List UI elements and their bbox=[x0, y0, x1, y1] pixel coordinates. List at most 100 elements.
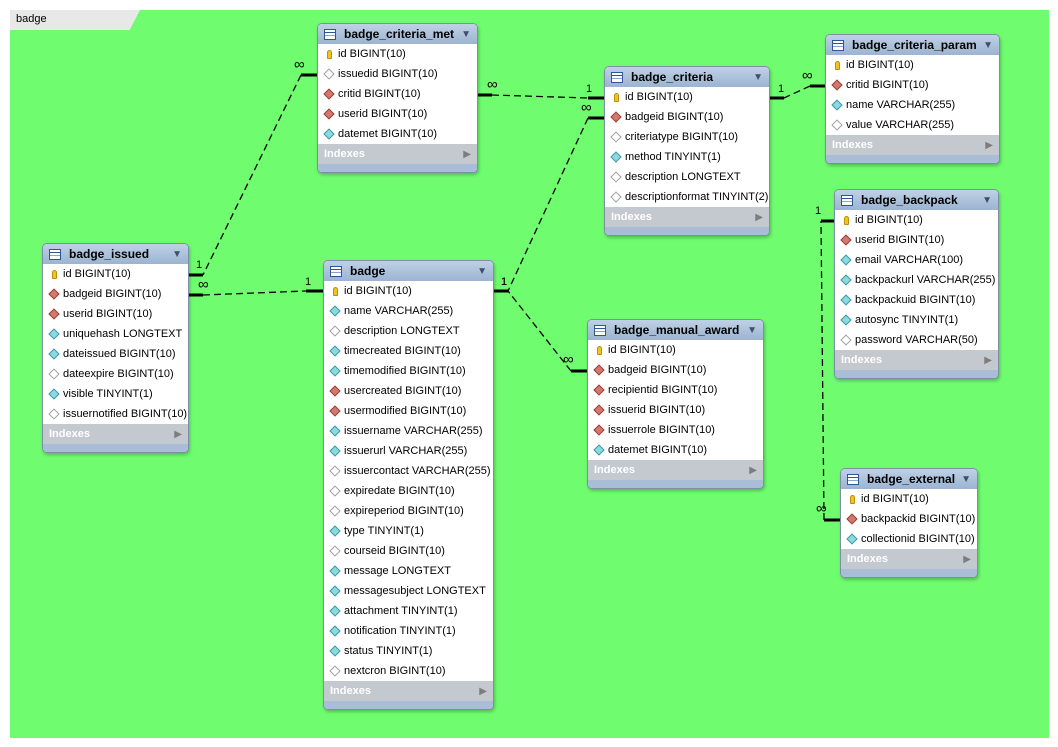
column-row[interactable]: password VARCHAR(50) bbox=[835, 330, 998, 350]
column-row[interactable]: backpackid BIGINT(10) bbox=[841, 509, 977, 529]
table-header[interactable]: badge_manual_award▼ bbox=[588, 320, 763, 340]
relationship-criteria-met-to-issued[interactable]: ∞1 bbox=[188, 56, 317, 277]
table-badge-backpack[interactable]: badge_backpack▼id BIGINT(10)userid BIGIN… bbox=[834, 189, 999, 379]
expand-arrow-icon[interactable]: ▶ bbox=[963, 553, 971, 565]
column-row[interactable]: nextcron BIGINT(10) bbox=[324, 661, 493, 681]
collapse-arrow-icon[interactable]: ▼ bbox=[961, 473, 971, 485]
expand-arrow-icon[interactable]: ▶ bbox=[984, 354, 992, 366]
indexes-section[interactable]: Indexes▶ bbox=[826, 135, 999, 155]
collapse-arrow-icon[interactable]: ▼ bbox=[477, 265, 487, 277]
relationship-issued-to-badge[interactable]: ∞1 bbox=[188, 276, 323, 297]
column-row[interactable]: name VARCHAR(255) bbox=[324, 301, 493, 321]
relationship-criteria-to-badge[interactable]: ∞1 bbox=[493, 99, 604, 293]
column-row[interactable]: descriptionformat TINYINT(2) bbox=[605, 187, 769, 207]
expand-arrow-icon[interactable]: ▶ bbox=[463, 148, 471, 160]
relationship-external-to-backpack[interactable]: ∞1 bbox=[815, 205, 840, 522]
column-row[interactable]: issuerrole BIGINT(10) bbox=[588, 420, 763, 440]
column-row[interactable]: status TINYINT(1) bbox=[324, 641, 493, 661]
column-row[interactable]: usermodified BIGINT(10) bbox=[324, 401, 493, 421]
column-row[interactable]: id BIGINT(10) bbox=[43, 264, 188, 284]
column-row[interactable]: issuedid BIGINT(10) bbox=[318, 64, 477, 84]
table-header[interactable]: badge_external▼ bbox=[841, 469, 977, 489]
column-row[interactable]: badgeid BIGINT(10) bbox=[605, 107, 769, 127]
column-row[interactable]: expireperiod BIGINT(10) bbox=[324, 501, 493, 521]
indexes-section[interactable]: Indexes▶ bbox=[318, 144, 477, 164]
column-row[interactable]: autosync TINYINT(1) bbox=[835, 310, 998, 330]
relationship-criteria-met-to-criteria[interactable]: ∞1 bbox=[477, 76, 604, 100]
relationship-manual-award-to-badge[interactable]: ∞1 bbox=[493, 276, 587, 373]
relationship-param-to-criteria[interactable]: ∞1 bbox=[769, 67, 825, 100]
collapse-arrow-icon[interactable]: ▼ bbox=[753, 71, 763, 83]
indexes-section[interactable]: Indexes▶ bbox=[588, 460, 763, 480]
collapse-arrow-icon[interactable]: ▼ bbox=[982, 194, 992, 206]
table-header[interactable]: badge_criteria_param▼ bbox=[826, 35, 999, 55]
column-row[interactable]: message LONGTEXT bbox=[324, 561, 493, 581]
diagram-tab[interactable]: badge bbox=[10, 10, 140, 30]
table-header[interactable]: badge_criteria▼ bbox=[605, 67, 769, 87]
table-header[interactable]: badge_criteria_met▼ bbox=[318, 24, 477, 44]
table-header[interactable]: badge▼ bbox=[324, 261, 493, 281]
collapse-arrow-icon[interactable]: ▼ bbox=[983, 39, 993, 51]
column-row[interactable]: method TINYINT(1) bbox=[605, 147, 769, 167]
column-row[interactable]: id BIGINT(10) bbox=[318, 44, 477, 64]
table-badge-criteria-param[interactable]: badge_criteria_param▼id BIGINT(10)critid… bbox=[825, 34, 1000, 164]
table-badge-external[interactable]: badge_external▼id BIGINT(10)backpackid B… bbox=[840, 468, 978, 578]
column-row[interactable]: criteriatype BIGINT(10) bbox=[605, 127, 769, 147]
expand-arrow-icon[interactable]: ▶ bbox=[749, 464, 757, 476]
column-row[interactable]: issuernotified BIGINT(10) bbox=[43, 404, 188, 424]
indexes-section[interactable]: Indexes▶ bbox=[841, 549, 977, 569]
column-row[interactable]: collectionid BIGINT(10) bbox=[841, 529, 977, 549]
table-badge-issued[interactable]: badge_issued▼id BIGINT(10)badgeid BIGINT… bbox=[42, 243, 189, 453]
table-badge-criteria-met[interactable]: badge_criteria_met▼id BIGINT(10)issuedid… bbox=[317, 23, 478, 173]
column-row[interactable]: datemet BIGINT(10) bbox=[318, 124, 477, 144]
column-row[interactable]: value VARCHAR(255) bbox=[826, 115, 999, 135]
expand-arrow-icon[interactable]: ▶ bbox=[985, 139, 993, 151]
column-row[interactable]: id BIGINT(10) bbox=[841, 489, 977, 509]
column-row[interactable]: usercreated BIGINT(10) bbox=[324, 381, 493, 401]
column-row[interactable]: type TINYINT(1) bbox=[324, 521, 493, 541]
table-badge-criteria[interactable]: badge_criteria▼id BIGINT(10)badgeid BIGI… bbox=[604, 66, 770, 236]
expand-arrow-icon[interactable]: ▶ bbox=[479, 685, 487, 697]
column-row[interactable]: userid BIGINT(10) bbox=[318, 104, 477, 124]
column-row[interactable]: id BIGINT(10) bbox=[605, 87, 769, 107]
column-row[interactable]: issuercontact VARCHAR(255) bbox=[324, 461, 493, 481]
column-row[interactable]: attachment TINYINT(1) bbox=[324, 601, 493, 621]
column-row[interactable]: messagesubject LONGTEXT bbox=[324, 581, 493, 601]
table-badge-manual-award[interactable]: badge_manual_award▼id BIGINT(10)badgeid … bbox=[587, 319, 764, 489]
column-row[interactable]: critid BIGINT(10) bbox=[826, 75, 999, 95]
column-row[interactable]: issuerid BIGINT(10) bbox=[588, 400, 763, 420]
table-badge[interactable]: badge▼id BIGINT(10)name VARCHAR(255)desc… bbox=[323, 260, 494, 710]
column-row[interactable]: id BIGINT(10) bbox=[324, 281, 493, 301]
column-row[interactable]: userid BIGINT(10) bbox=[835, 230, 998, 250]
column-row[interactable]: id BIGINT(10) bbox=[826, 55, 999, 75]
column-row[interactable]: email VARCHAR(100) bbox=[835, 250, 998, 270]
column-row[interactable]: timecreated BIGINT(10) bbox=[324, 341, 493, 361]
indexes-section[interactable]: Indexes▶ bbox=[605, 207, 769, 227]
column-row[interactable]: id BIGINT(10) bbox=[588, 340, 763, 360]
collapse-arrow-icon[interactable]: ▼ bbox=[172, 248, 182, 260]
column-row[interactable]: dateissued BIGINT(10) bbox=[43, 344, 188, 364]
table-header[interactable]: badge_issued▼ bbox=[43, 244, 188, 264]
column-row[interactable]: backpackurl VARCHAR(255) bbox=[835, 270, 998, 290]
expand-arrow-icon[interactable]: ▶ bbox=[174, 428, 182, 440]
column-row[interactable]: courseid BIGINT(10) bbox=[324, 541, 493, 561]
indexes-section[interactable]: Indexes▶ bbox=[324, 681, 493, 701]
column-row[interactable]: badgeid BIGINT(10) bbox=[43, 284, 188, 304]
indexes-section[interactable]: Indexes▶ bbox=[43, 424, 188, 444]
column-row[interactable]: timemodified BIGINT(10) bbox=[324, 361, 493, 381]
collapse-arrow-icon[interactable]: ▼ bbox=[747, 324, 757, 336]
column-row[interactable]: critid BIGINT(10) bbox=[318, 84, 477, 104]
table-header[interactable]: badge_backpack▼ bbox=[835, 190, 998, 210]
column-row[interactable]: recipientid BIGINT(10) bbox=[588, 380, 763, 400]
column-row[interactable]: datemet BIGINT(10) bbox=[588, 440, 763, 460]
column-row[interactable]: backpackuid BIGINT(10) bbox=[835, 290, 998, 310]
column-row[interactable]: notification TINYINT(1) bbox=[324, 621, 493, 641]
column-row[interactable]: id BIGINT(10) bbox=[835, 210, 998, 230]
collapse-arrow-icon[interactable]: ▼ bbox=[461, 28, 471, 40]
indexes-section[interactable]: Indexes▶ bbox=[835, 350, 998, 370]
column-row[interactable]: badgeid BIGINT(10) bbox=[588, 360, 763, 380]
column-row[interactable]: visible TINYINT(1) bbox=[43, 384, 188, 404]
column-row[interactable]: uniquehash LONGTEXT bbox=[43, 324, 188, 344]
column-row[interactable]: issuerurl VARCHAR(255) bbox=[324, 441, 493, 461]
column-row[interactable]: description LONGTEXT bbox=[605, 167, 769, 187]
